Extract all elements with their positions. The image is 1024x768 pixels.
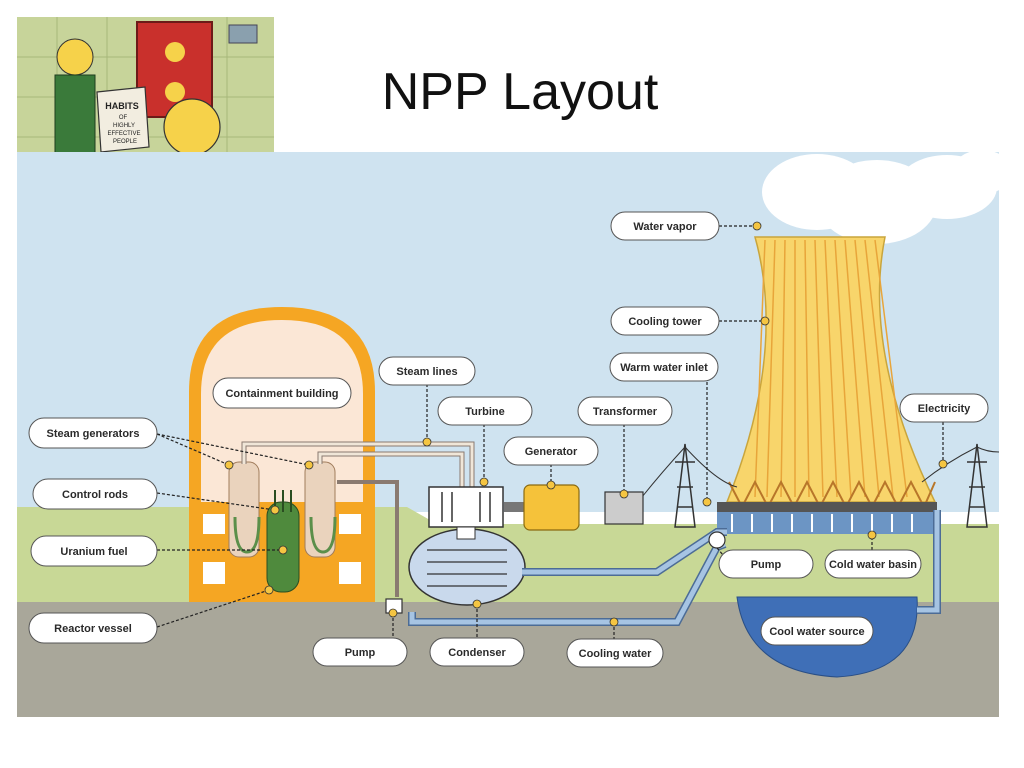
label-pill-steam-generators: [28, 417, 158, 449]
label-cooling-water: Cooling water: [579, 648, 652, 660]
label-uranium-fuel: Uranium fuel: [60, 546, 127, 558]
label-steam-lines: Steam lines: [396, 366, 457, 378]
svg-text:HIGHLY: HIGHLY: [113, 123, 135, 129]
label-pill-warm-water-inlet: [609, 352, 719, 382]
label-pill-transformer: [577, 396, 673, 426]
power-line-right: [921, 446, 999, 483]
label-pill-pump-left: [312, 637, 408, 667]
label-cooling-tower: Cooling tower: [628, 316, 702, 328]
label-transformer: Transformer: [593, 406, 658, 418]
label-pill-water-vapor: [610, 211, 720, 241]
label-condenser: Condenser: [448, 647, 506, 659]
label-pill-pump-right: [718, 549, 814, 579]
svg-text:OF: OF: [119, 115, 128, 121]
label-pill-electricity: [899, 393, 989, 423]
label-warm-water-inlet: Warm water inlet: [620, 362, 708, 374]
label-containment-building: Containment building: [225, 388, 338, 400]
label-pill-reactor-vessel: [28, 612, 158, 644]
label-pill-turbine: [437, 396, 533, 426]
cooling-tower: [717, 236, 937, 534]
label-pill-condenser: [429, 637, 525, 667]
label-electricity: Electricity: [918, 403, 971, 415]
svg-text:PEOPLE: PEOPLE: [113, 139, 137, 145]
label-water-vapor: Water vapor: [633, 221, 697, 233]
label-pill-uranium-fuel: [30, 535, 158, 567]
label-pill-cold-water-basin: [824, 549, 922, 579]
label-pill-cooling-tower: [610, 306, 720, 336]
label-cool-water-source: Cool water source: [769, 626, 864, 638]
npp-layout-diagram: Water vapor Cooling tower Warm water inl…: [17, 152, 999, 717]
slide-title: NPP Layout: [381, 63, 659, 121]
label-reactor-vessel: Reactor vessel: [54, 623, 132, 635]
label-turbine: Turbine: [465, 406, 505, 418]
containment-building: [189, 307, 375, 602]
turbine: [428, 486, 504, 528]
label-pill-containment-building: [212, 377, 352, 409]
pump-right-icon: [708, 531, 726, 549]
label-pill-cooling-water: [566, 638, 664, 668]
power-line: [641, 446, 738, 498]
transmission-tower-right: [966, 443, 988, 528]
label-pump-right: Pump: [751, 559, 782, 571]
svg-text:HABITS: HABITS: [105, 101, 139, 111]
label-steam-generators: Steam generators: [47, 428, 140, 440]
steam-cloud: [762, 152, 999, 244]
condenser: [408, 526, 526, 606]
label-generator: Generator: [525, 446, 578, 458]
transmission-tower-left: [674, 443, 696, 528]
habits-book: HABITS OF HIGHLY EFFECTIVE PEOPLE: [96, 86, 150, 153]
feedwater-line: [337, 480, 399, 597]
svg-text:EFFECTIVE: EFFECTIVE: [107, 131, 140, 137]
label-cold-water-basin: Cold water basin: [829, 559, 917, 571]
label-pill-steam-lines: [378, 356, 476, 386]
label-pump-left: Pump: [345, 647, 376, 659]
label-control-rods: Control rods: [62, 489, 128, 501]
label-pill-generator: [503, 436, 599, 466]
label-pill-cool-water-source: [760, 616, 874, 646]
label-pill-control-rods: [32, 478, 158, 510]
